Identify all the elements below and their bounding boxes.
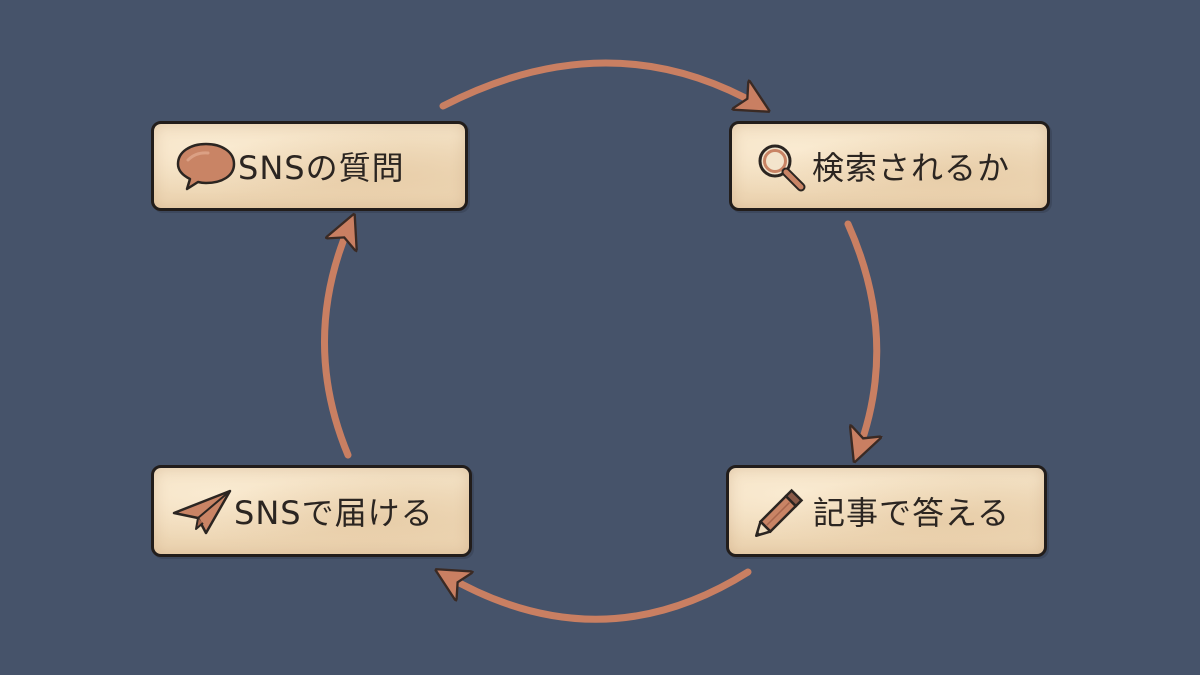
magnifier-icon (748, 138, 812, 194)
step-label: 検索されるか (812, 149, 1011, 187)
step-card-answer: 記事で答える (726, 465, 1047, 557)
arrow-search-to-answer (844, 220, 877, 452)
speech-bubble-icon (174, 138, 238, 194)
step-card-sns-question: SNSの質問 (151, 121, 468, 211)
arrow-question-to-search (439, 59, 760, 106)
arrow-answer-to-deliver (445, 572, 752, 623)
step-label: 記事で答える (813, 494, 1011, 532)
step-card-searched: 検索されるか (729, 121, 1050, 211)
step-card-deliver: SNSで届ける (151, 465, 472, 557)
arrow-deliver-to-question (321, 224, 350, 459)
pencil-icon (749, 483, 813, 539)
paper-plane-icon (170, 483, 234, 539)
step-label: SNSの質問 (238, 149, 405, 187)
step-label: SNSで届ける (234, 494, 434, 532)
